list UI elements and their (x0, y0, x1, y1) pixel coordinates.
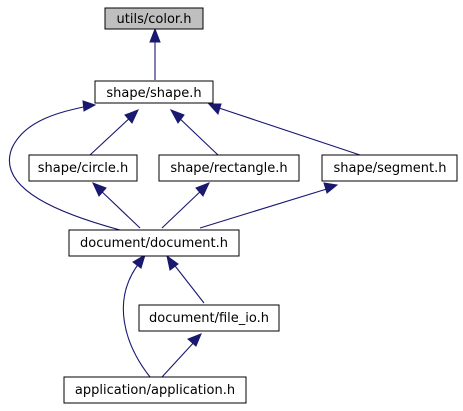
node-label: document/file_io.h (149, 311, 269, 326)
edge-document-to-rectangle (161, 187, 205, 229)
node-label: document/document.h (80, 236, 228, 251)
edge-document-to-segment (199, 187, 331, 229)
arrow-circle-to-shape (124, 109, 139, 124)
arrow-document-to-shape (82, 100, 97, 112)
node-shape-circle[interactable]: shape/circle.h (28, 154, 138, 182)
node-box (158, 154, 300, 182)
edge-document-to-circle (97, 187, 141, 229)
edge-application-to-file-io (161, 339, 197, 378)
node-shape-rectangle[interactable]: shape/rectangle.h (158, 154, 300, 182)
node-document-document[interactable]: document/document.h (68, 229, 240, 257)
arrow-file-io-to-document (166, 254, 179, 271)
node-box (94, 80, 214, 104)
arrow-segment-to-shape (207, 103, 222, 115)
arrow-rectangle-to-shape (169, 109, 185, 124)
node-application-application[interactable]: application/application.h (63, 376, 247, 404)
node-shape-segment[interactable]: shape/segment.h (321, 154, 458, 182)
arrow-document-to-circle (92, 182, 107, 197)
node-document-file-io[interactable]: document/file_io.h (138, 304, 280, 332)
arrow-document-to-segment (323, 182, 339, 194)
arrow-shape-to-color (149, 27, 161, 43)
edge-segment-to-shape (215, 106, 361, 156)
node-label: application/application.h (75, 383, 235, 398)
node-label: shape/shape.h (106, 86, 201, 101)
node-label: utils/color.h (117, 12, 192, 27)
node-box (28, 154, 138, 182)
node-box (104, 7, 204, 30)
node-box (138, 304, 280, 332)
edge-document-to-shape (9, 105, 121, 231)
node-box (321, 154, 458, 182)
node-label: shape/rectangle.h (170, 161, 287, 176)
node-box (63, 376, 247, 404)
node-utils-color[interactable]: utils/color.h (104, 7, 204, 30)
edge-circle-to-shape (89, 114, 134, 156)
arrow-application-to-document (132, 253, 146, 269)
node-label: shape/circle.h (38, 161, 129, 176)
node-shape-shape[interactable]: shape/shape.h (94, 80, 214, 104)
node-label: shape/segment.h (333, 161, 446, 176)
edges (9, 27, 361, 378)
arrow-document-to-rectangle (195, 182, 210, 197)
edge-rectangle-to-shape (175, 114, 219, 156)
edge-file-io-to-document (171, 261, 205, 304)
edge-application-to-document (122, 261, 151, 378)
arrow-application-to-file-io (187, 333, 202, 347)
node-box (68, 229, 240, 257)
